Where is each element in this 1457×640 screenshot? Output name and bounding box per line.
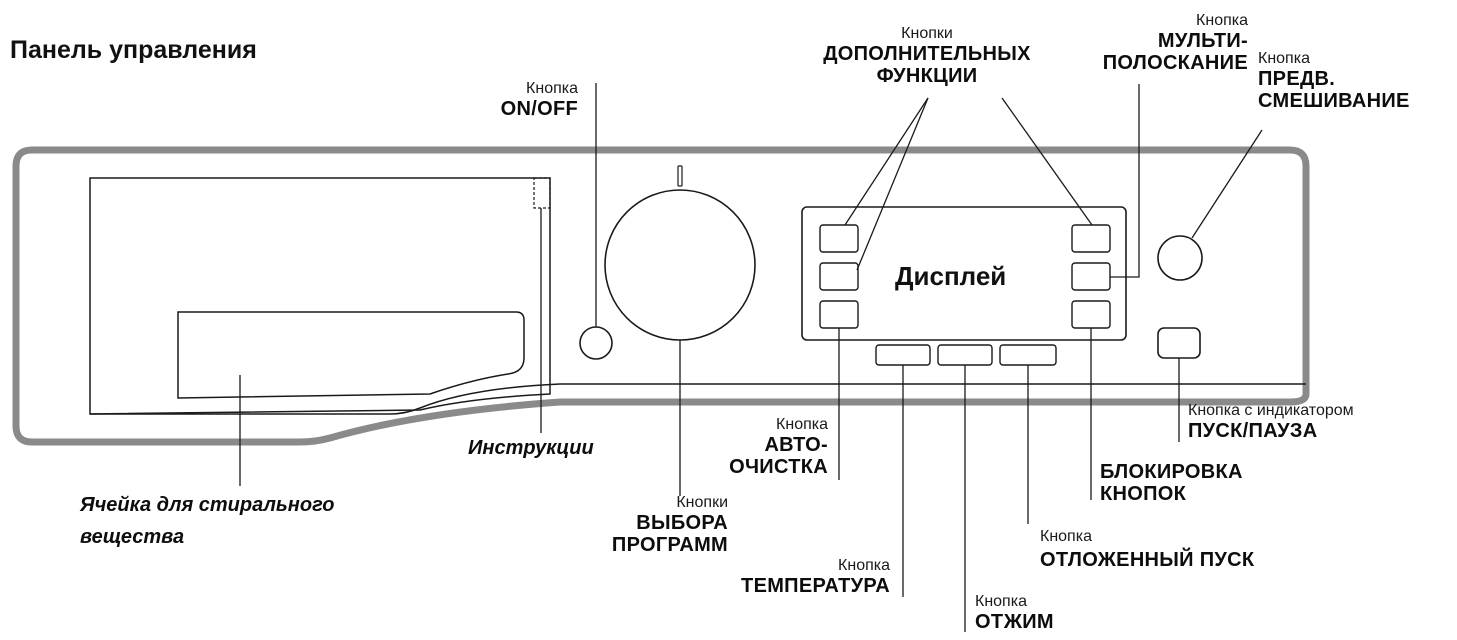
extra-functions-label-small: Кнопки [901, 25, 953, 42]
onoff-label: Кнопка ON/OFF [460, 80, 578, 120]
display-frame [801, 206, 1127, 341]
lock-label: БЛОКИРОВКА КНОПОК [1100, 461, 1243, 506]
premix-label: Кнопка ПРЕДВ. СМЕШИВАНИЕ [1258, 50, 1410, 113]
delay-button[interactable] [999, 344, 1057, 366]
leader-lines [239, 83, 1263, 632]
spin-label: Кнопка ОТЖИМ [975, 593, 1054, 633]
multi-rinse-label-small: Кнопка [1196, 12, 1248, 29]
temperature-label-small: Кнопка [838, 557, 890, 574]
spin-label-small: Кнопка [975, 593, 1027, 610]
extra-function-button-2[interactable] [819, 262, 859, 291]
extra-functions-label: Кнопки ДОПОЛНИТЕЛЬНЫХ ФУНКЦИИ [802, 25, 1052, 88]
temperature-label: Кнопка ТЕМПЕРАТУРА [690, 557, 890, 597]
start-pause-label: Кнопка с индикатором ПУСК/ПАУЗА [1188, 402, 1354, 442]
programs-label: Кнопки ВЫБОРА ПРОГРАММ [580, 494, 728, 557]
start-pause-label-big: ПУСК/ПАУЗА [1188, 419, 1318, 442]
onoff-button[interactable] [579, 326, 613, 360]
panel-inner-curve [90, 383, 1306, 415]
premix-label-small: Кнопка [1258, 50, 1310, 67]
autoclean-button[interactable] [819, 300, 859, 329]
premix-button[interactable] [1157, 235, 1203, 281]
panel-outline [12, 146, 1310, 446]
drawer-handle [177, 311, 525, 399]
programs-label-line1: ВЫБОРА [636, 511, 728, 534]
program-dial[interactable] [604, 189, 756, 341]
autoclean-label-line1: АВТО- [764, 433, 828, 456]
dial-marker [677, 165, 683, 187]
lock-button[interactable] [1071, 300, 1111, 329]
spin-button[interactable] [937, 344, 993, 366]
onoff-label-small: Кнопка [526, 80, 578, 97]
extra-functions-label-line1: ДОПОЛНИТЕЛЬНЫХ [823, 42, 1031, 65]
page-title: Панель управления [10, 36, 257, 64]
start-pause-label-small: Кнопка с индикатором [1188, 402, 1354, 419]
multi-rinse-label: Кнопка МУЛЬТИ- ПОЛОСКАНИЕ [1070, 12, 1248, 75]
start-pause-button[interactable] [1157, 327, 1201, 359]
premix-label-line1: ПРЕДВ. [1258, 67, 1336, 90]
extra-function-button-1[interactable] [819, 224, 859, 253]
detergent-drawer [89, 177, 551, 415]
delay-label-big: ОТЛОЖЕННЫЙ ПУСК [1040, 548, 1255, 571]
onoff-label-big: ON/OFF [500, 97, 578, 120]
autoclean-label-small: Кнопка [776, 416, 828, 433]
extra-functions-label-line2: ФУНКЦИИ [876, 65, 978, 88]
lock-label-line1: БЛОКИРОВКА [1100, 461, 1243, 483]
multi-rinse-label-line1: МУЛЬТИ- [1157, 29, 1248, 52]
spin-label-big: ОТЖИМ [975, 610, 1054, 633]
programs-label-small: Кнопки [676, 494, 728, 511]
multi-rinse-label-line2: ПОЛОСКАНИЕ [1102, 52, 1248, 75]
display-label: Дисплей [895, 261, 1007, 291]
multi-rinse-button[interactable] [1071, 262, 1111, 291]
programs-label-line2: ПРОГРАММ [611, 534, 728, 557]
detergent-label-line1: Ячейка для стирального [80, 494, 335, 516]
autoclean-label: Кнопка АВТО- ОЧИСТКА [700, 416, 828, 479]
extra-function-button-3[interactable] [1071, 224, 1111, 253]
detergent-label-line2: вещества [80, 526, 185, 548]
premix-label-line2: СМЕШИВАНИЕ [1258, 90, 1410, 113]
delay-label-small: Кнопка [1040, 528, 1092, 545]
temperature-button[interactable] [875, 344, 931, 366]
autoclean-label-line2: ОЧИСТКА [729, 456, 828, 479]
instructions-label: Инструкции [468, 437, 594, 459]
temperature-label-big: ТЕМПЕРАТУРА [741, 574, 890, 597]
delay-label: Кнопка ОТЛОЖЕННЫЙ ПУСК [1040, 528, 1254, 571]
lock-label-line2: КНОПОК [1100, 483, 1187, 506]
detergent-label: Ячейка для стирального вещества [80, 489, 335, 553]
instructions-tab-icon [533, 177, 551, 209]
